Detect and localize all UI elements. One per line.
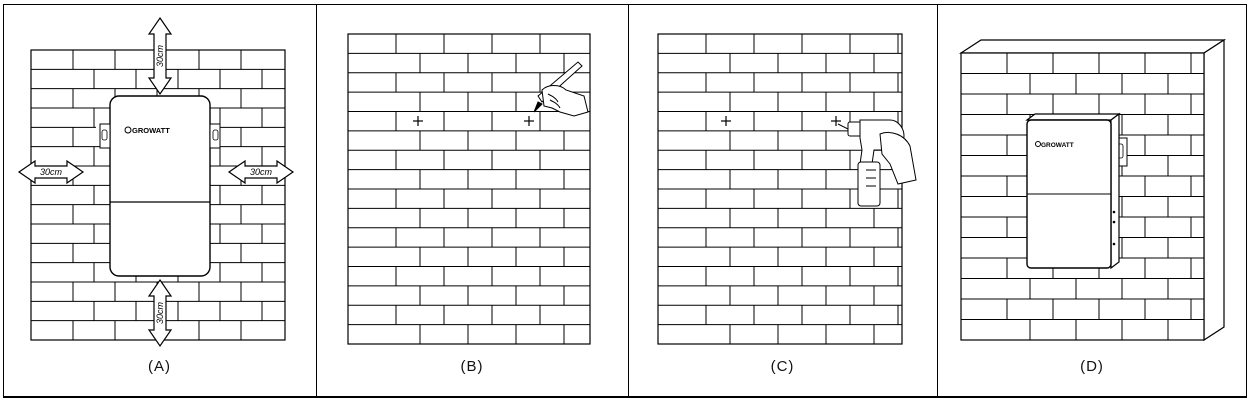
caption-d: (D) xyxy=(1080,358,1104,375)
panel-c: (C) xyxy=(628,4,937,396)
figure-frame xyxy=(3,4,1247,398)
caption-a: (A) xyxy=(148,358,171,375)
drill-mark-left xyxy=(413,116,423,126)
clearance-label-left: 30cm xyxy=(40,167,63,177)
clearance-arrow-right: 30cm xyxy=(227,159,295,185)
brick-wall-c xyxy=(657,33,903,345)
drill-mark-right-c xyxy=(831,116,841,126)
clearance-label-bottom: 30cm xyxy=(155,301,165,324)
clearance-arrow-bottom: 30cm xyxy=(147,278,173,348)
brand-logo-d: GROWATT xyxy=(1041,142,1074,149)
caption-b: (B) xyxy=(460,358,484,375)
panel-divider-3 xyxy=(937,4,938,396)
drill-mark-right xyxy=(524,116,534,126)
panel-divider-2 xyxy=(628,4,629,396)
clearance-label-right: 30cm xyxy=(250,167,273,177)
panel-d: GROWATT (D) xyxy=(937,4,1247,396)
panel-b: (B) xyxy=(316,4,628,396)
inverter-unit-mounted: GROWATT xyxy=(1025,112,1128,270)
clearance-arrow-top: 30cm xyxy=(147,16,173,96)
brand-logo-a: GROWATT xyxy=(132,126,170,135)
clearance-label-top: 30cm xyxy=(155,44,165,67)
hand-marker-icon xyxy=(533,61,589,117)
panel-divider-1 xyxy=(316,4,317,396)
panel-a: GROWATT 30cm 30cm 30cm 30cm (A) xyxy=(3,4,316,396)
clearance-arrow-left: 30cm xyxy=(17,159,85,185)
power-drill-icon xyxy=(837,119,917,207)
inverter-unit: GROWATT xyxy=(96,95,221,277)
bottom-divider xyxy=(3,396,1247,397)
caption-c: (C) xyxy=(770,358,795,375)
drill-mark-left-c xyxy=(721,116,731,126)
brick-wall-b xyxy=(347,33,591,345)
